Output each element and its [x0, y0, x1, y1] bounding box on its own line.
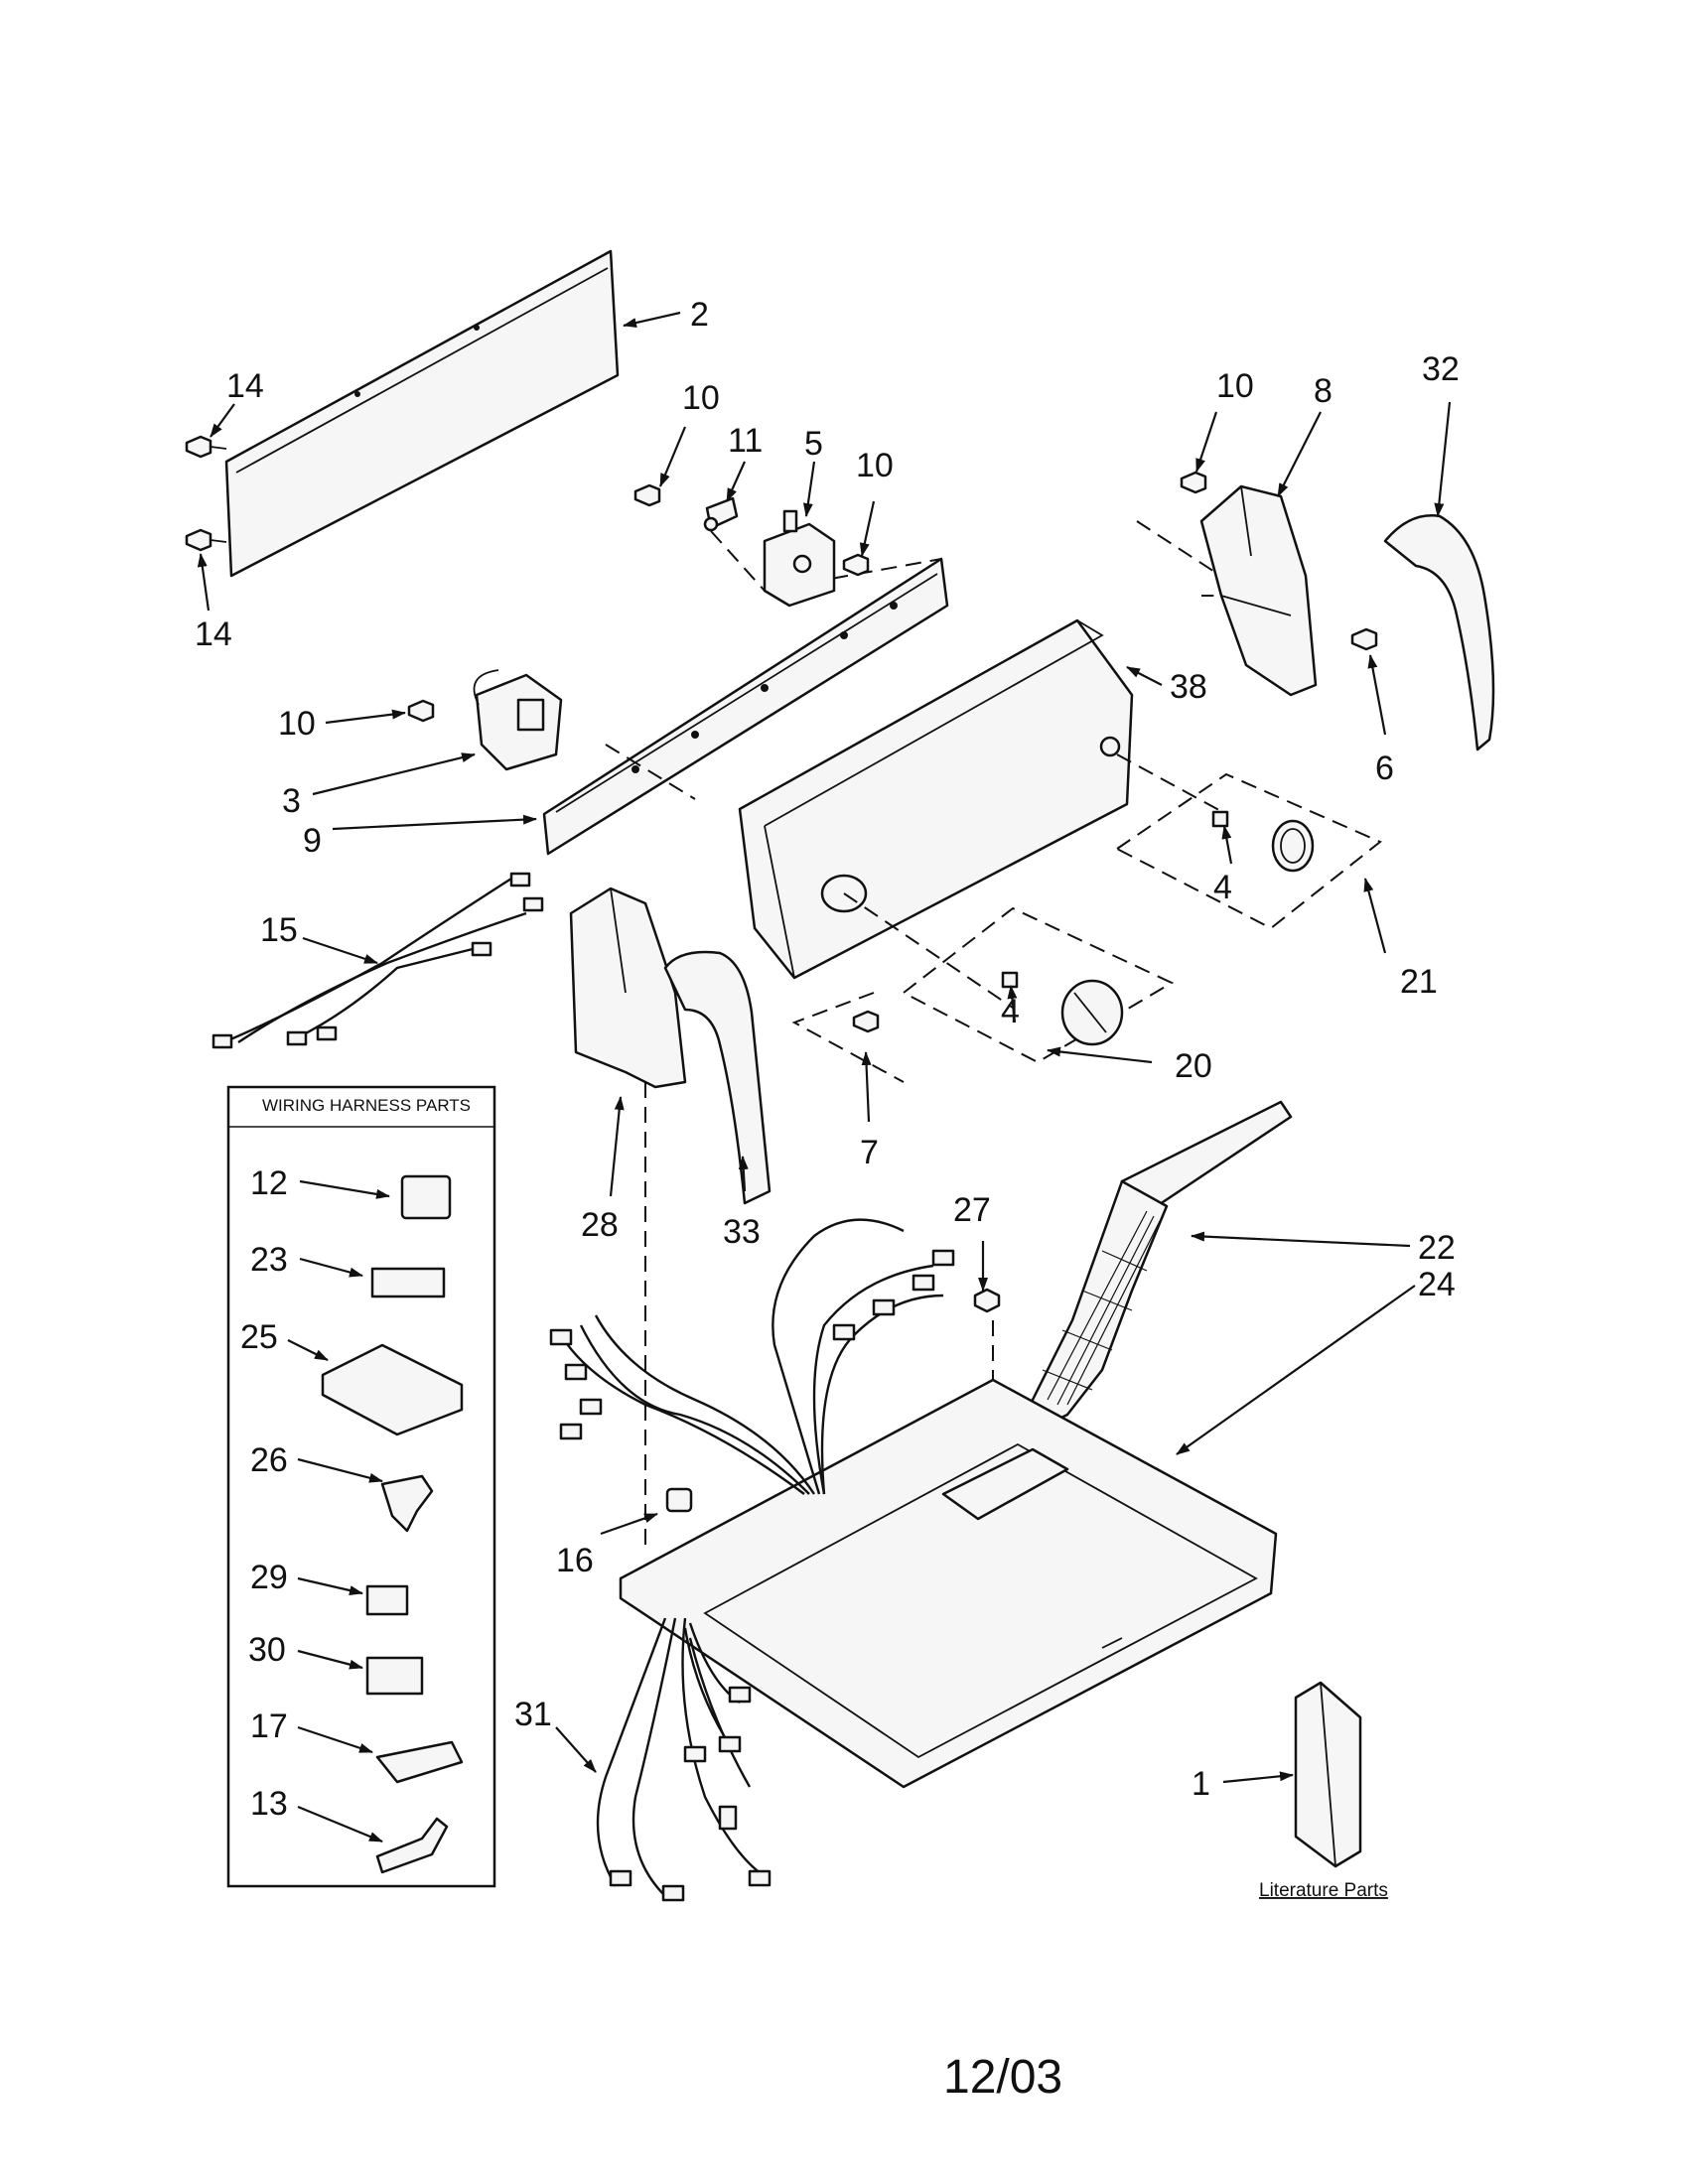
callout-30: 30 [248, 1631, 286, 1669]
callout-27: 27 [953, 1191, 991, 1229]
callout-20: 20 [1175, 1047, 1212, 1085]
callout-23: 23 [250, 1241, 288, 1279]
screw-part [185, 435, 227, 552]
lint-screen-part [1026, 1100, 1293, 1432]
clip-part [703, 496, 739, 532]
callout-1: 1 [1192, 1765, 1210, 1803]
callout-5: 5 [804, 425, 823, 463]
knob-assembly-part [902, 906, 1175, 1064]
callout-7: 7 [860, 1134, 879, 1171]
left-end-cap-part [569, 887, 687, 1089]
callout-3: 3 [282, 782, 301, 820]
wiring-box-title: WIRING HARNESS PARTS [262, 1096, 471, 1115]
callout-4: 4 [1213, 869, 1232, 906]
callout-14: 14 [226, 367, 264, 405]
callout-22: 22 [1418, 1229, 1456, 1267]
callout-12: 12 [250, 1164, 288, 1202]
callout-10: 10 [1216, 367, 1254, 405]
callout-28: 28 [581, 1206, 619, 1244]
literature-parts-label: Literature Parts [1259, 1880, 1388, 1901]
date-code: 12/03 [943, 2051, 1062, 2104]
callout-21: 21 [1400, 963, 1438, 1001]
callout-24: 24 [1418, 1266, 1456, 1303]
wiring-harness-parts-box: WIRING HARNESS PARTS [226, 1085, 496, 1888]
wire-harness-part [211, 872, 544, 1049]
right-end-trim-part [1383, 514, 1495, 751]
callout-6: 6 [1375, 750, 1394, 787]
callout-25: 25 [240, 1318, 278, 1356]
knob-assembly-part [1115, 772, 1382, 930]
callout-8: 8 [1314, 372, 1333, 410]
timer-part [473, 669, 563, 771]
callout-11: 11 [728, 422, 763, 460]
callout-32: 32 [1422, 350, 1460, 388]
plug-part [665, 1487, 693, 1513]
selector-switch-part [763, 509, 836, 608]
callout-38: 38 [1170, 668, 1207, 706]
callout-2: 2 [690, 296, 709, 334]
callout-29: 29 [250, 1559, 288, 1596]
left-end-trim-part [663, 950, 772, 1205]
right-end-cap-part [1199, 484, 1318, 697]
top-panel-part [619, 1378, 1278, 1789]
callout-15: 15 [260, 911, 298, 949]
callout-16: 16 [556, 1542, 594, 1579]
assembly-guide-lines [605, 520, 1255, 1549]
callout-10: 10 [278, 705, 316, 743]
callout-10: 10 [682, 379, 720, 417]
console-bracket-part [542, 557, 949, 856]
callout-9: 9 [303, 822, 322, 860]
callout-33: 33 [723, 1213, 761, 1251]
literature-booklet-part [1294, 1681, 1362, 1868]
main-wire-harness [549, 1218, 955, 1902]
callout-14: 14 [195, 615, 232, 653]
callout-10: 10 [856, 447, 894, 484]
callout-17: 17 [250, 1707, 288, 1745]
rear-panel-part [224, 249, 620, 578]
screw-part [407, 471, 1378, 1313]
callout-31: 31 [514, 1696, 552, 1733]
callout-13: 13 [250, 1785, 288, 1823]
callout-labels: 2 14 14 10 11 5 10 10 8 32 38 6 10 3 9 1… [195, 296, 1460, 1823]
leader-lines [197, 311, 1452, 1843]
callout-26: 26 [250, 1441, 288, 1479]
callout-4: 4 [1001, 993, 1020, 1030]
